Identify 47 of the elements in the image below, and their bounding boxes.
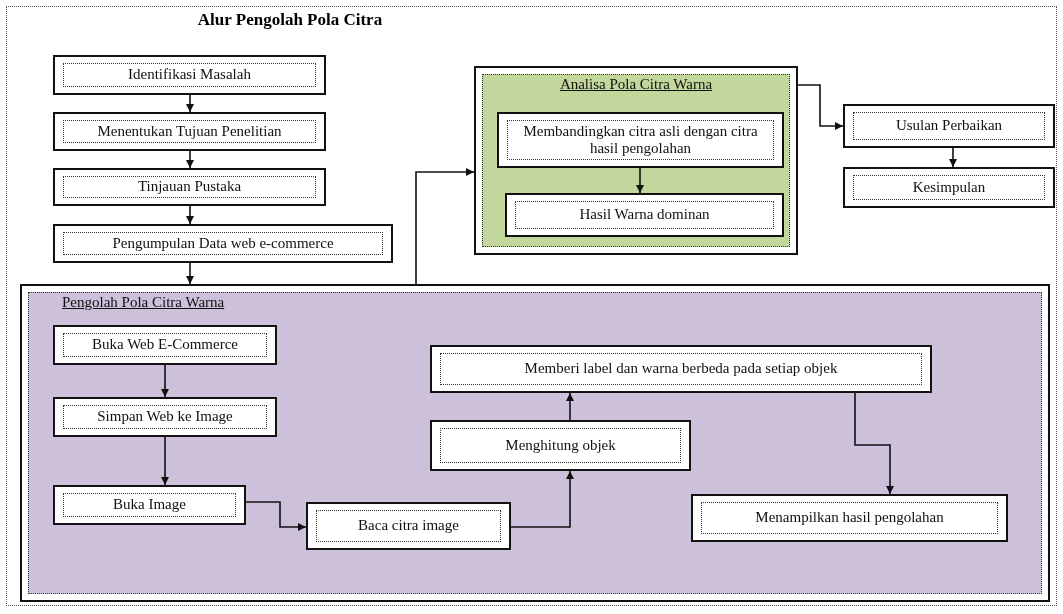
step-label: Hasil Warna dominan [515,201,774,229]
group-heading: Analisa Pola Citra Warna [558,76,714,93]
process-box [306,502,511,550]
arrow [245,501,307,531]
process-box [53,397,277,437]
arrow [854,392,894,495]
step-label: Memberi label dan warna berbeda pada setiap objek [440,353,922,385]
arrow [949,147,957,168]
step-label: Tinjauan Pustaka [63,176,316,198]
diagram-title: Alur Pengolah Pola Citra [196,10,384,30]
step-label: Menghitung objek [440,428,681,463]
arrow [161,364,169,398]
process-box [53,325,277,365]
process-box [843,104,1055,148]
arrow [186,94,194,113]
process-box [430,420,691,471]
process-box [505,193,784,237]
step-label: Kesimpulan [853,175,1045,200]
arrow [636,167,644,194]
arrow [186,150,194,169]
process-box [497,112,784,168]
arrow [510,470,574,528]
process-box [53,55,326,95]
process-box [53,112,326,151]
process-box [53,224,393,263]
step-label: Usulan Perbaikan [853,112,1045,140]
arrow [186,205,194,225]
step-label: Membandingkan citra asli dengan citra hasil pengolahan [507,120,774,160]
step-label: Menentukan Tujuan Penelitian [63,120,316,143]
process-box [53,485,246,525]
process-box [691,494,1008,542]
process-box [53,168,326,206]
step-label: Menampilkan hasil pengolahan [701,502,998,534]
step-label: Identifikasi Masalah [63,63,316,87]
step-label: Pengumpulan Data web e-commerce [63,232,383,255]
arrow [161,436,169,486]
arrow [566,392,574,421]
group-heading: Pengolah Pola Citra Warna [62,294,225,311]
step-label: Simpan Web ke Image [63,405,267,429]
step-label: Buka Image [63,493,236,517]
process-box [430,345,932,393]
step-label: Buka Web E-Commerce [63,333,267,357]
arrow [186,262,194,285]
arrow [415,168,475,285]
arrow [797,84,844,130]
step-label: Baca citra image [316,510,501,542]
process-box [843,167,1055,208]
